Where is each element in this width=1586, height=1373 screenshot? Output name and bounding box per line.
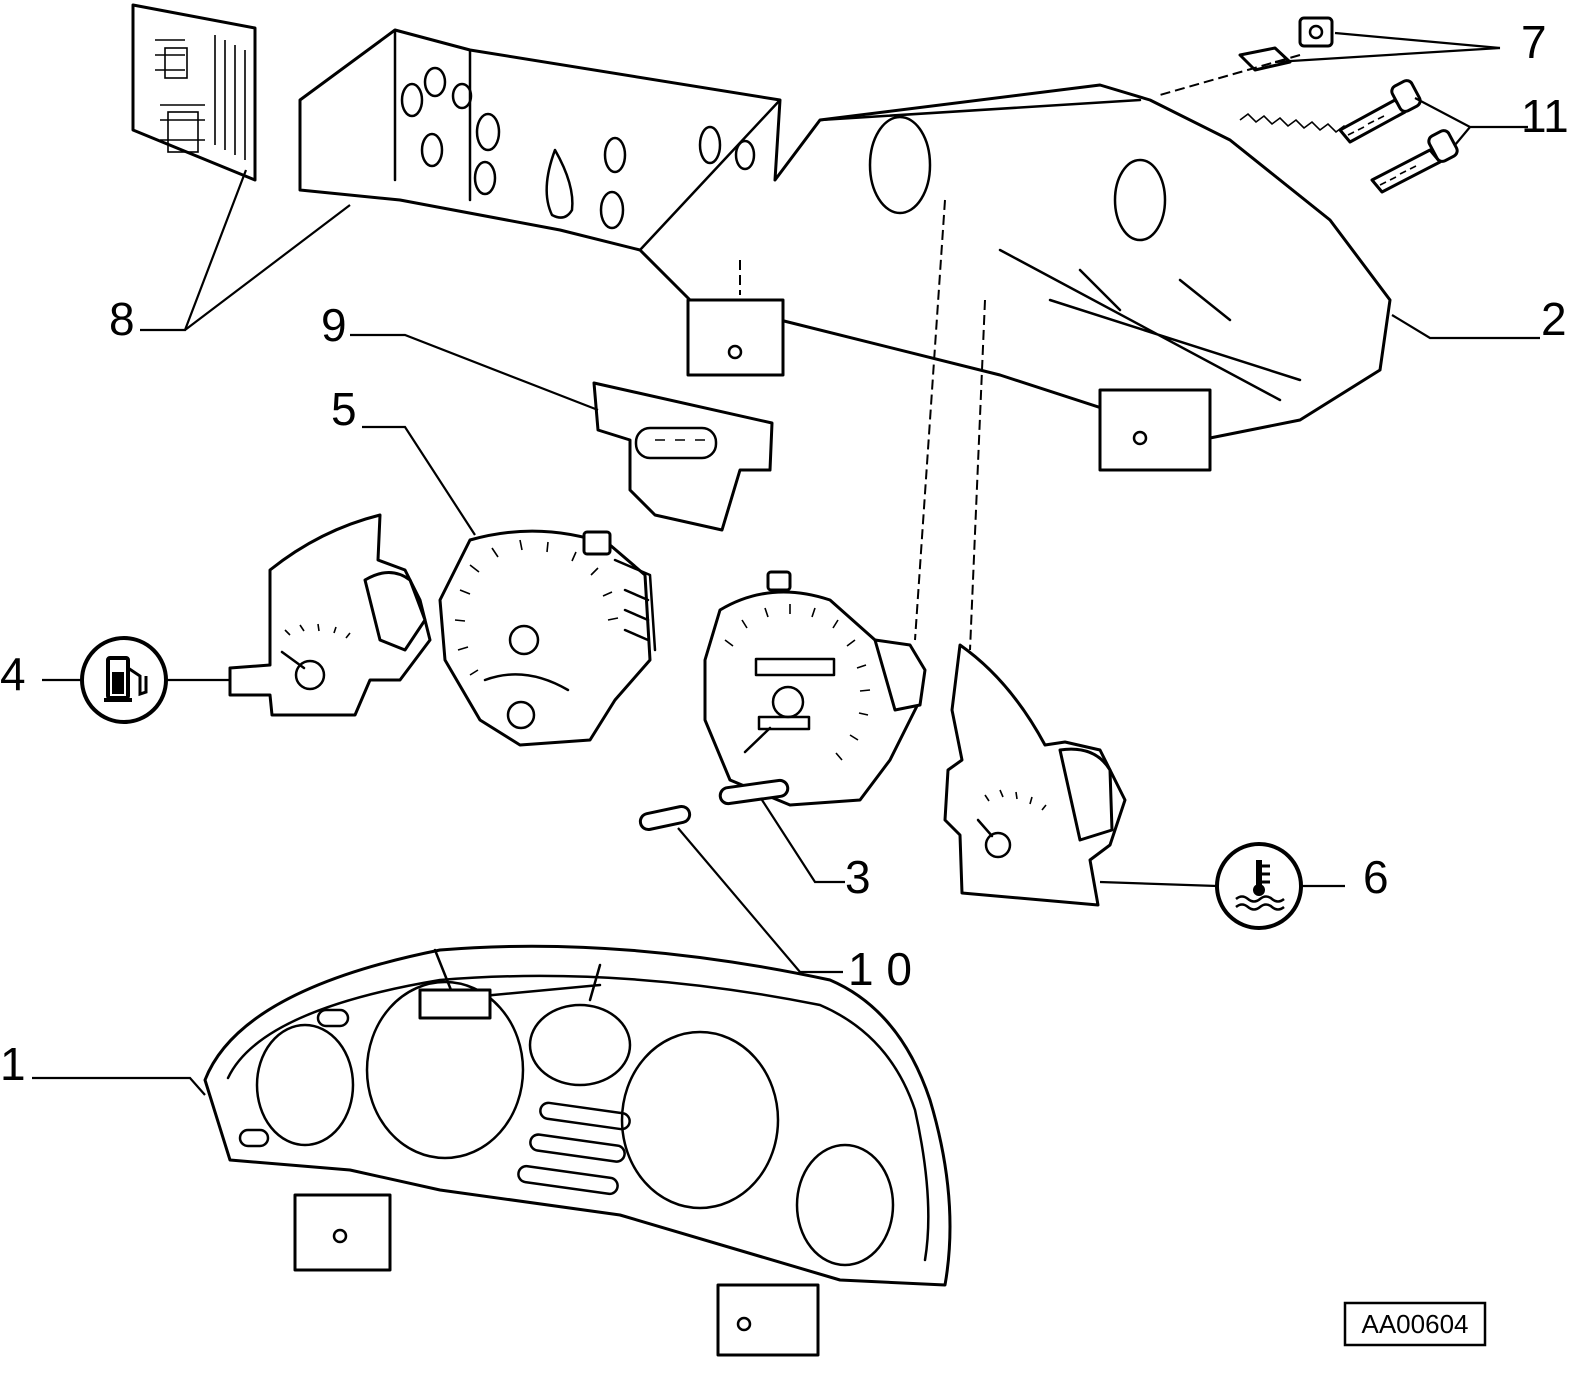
bulb-holder-part [1238, 16, 1334, 72]
temperature-gauge-part [943, 643, 1127, 907]
leader-7b [1274, 46, 1501, 64]
callout-11: 11 [1521, 90, 1569, 142]
leader-3 [761, 799, 845, 884]
callout-1: 1 [0, 1038, 26, 1090]
callout-5: 5 [331, 383, 357, 435]
circuit-board-part [131, 3, 257, 182]
drawing-code-text: AA00604 [1362, 1309, 1469, 1339]
assembly-line-2 [969, 299, 986, 651]
fuel-gauge-part [228, 513, 432, 717]
callout-9: 9 [321, 299, 347, 351]
drawing-code-label: AA00604 [1343, 1301, 1487, 1347]
leader-2 [1391, 314, 1540, 340]
leader-11b [1454, 126, 1471, 146]
bulbs-part [638, 778, 790, 832]
digital-display-part [592, 381, 774, 532]
leader-9 [350, 333, 599, 412]
leader-5 [362, 425, 476, 536]
callout-3: 3 [845, 851, 871, 903]
assembly-line-1 [914, 199, 946, 641]
callout-7: 7 [1521, 16, 1547, 68]
leader-6b [1099, 880, 1218, 888]
fuel-pump-icon [80, 636, 168, 724]
leader-8a [140, 169, 248, 332]
cluster-cover-part [203, 944, 952, 1357]
leader-8b [184, 204, 351, 331]
coolant-temperature-icon [1215, 842, 1303, 930]
leader-10 [677, 827, 843, 974]
callout-10: 1 0 [848, 943, 912, 995]
speedometer-gauge-part [703, 570, 927, 807]
callout-8: 8 [109, 293, 135, 345]
screws-part [1338, 79, 1459, 194]
leader-11a [1414, 97, 1528, 129]
leader-7a [1334, 31, 1501, 50]
instrument-housing-part [298, 28, 1392, 472]
rev-counter-gauge-part [438, 529, 657, 747]
callout-6: 6 [1363, 851, 1389, 903]
callout-2: 2 [1541, 293, 1567, 345]
callout-4: 4 [0, 648, 26, 700]
leader-1 [32, 1076, 206, 1096]
